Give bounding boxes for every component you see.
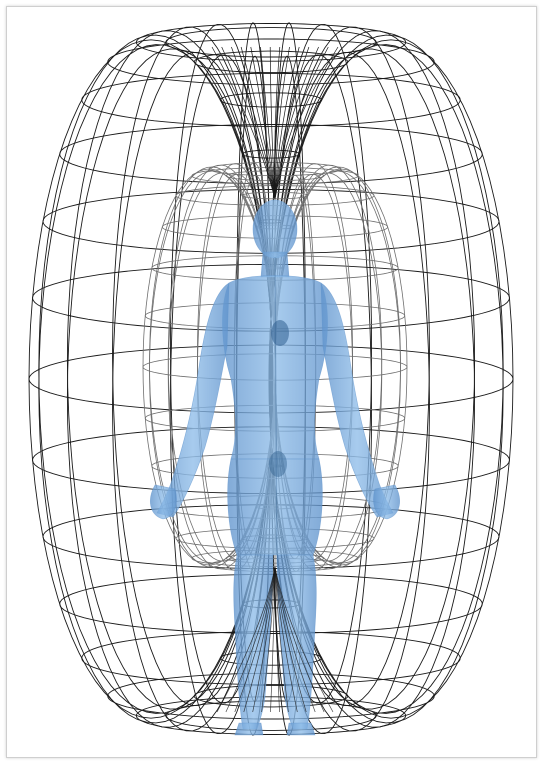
figure-left-leg [234,555,273,729]
illustration-frame [6,6,537,758]
figure-head [253,200,297,258]
outer-torus-parallel [136,24,405,62]
outer-torus-parallel [166,28,377,57]
figure-left-foot [235,723,263,735]
figure-right-leg [277,555,316,729]
figure-right-foot [287,723,315,735]
outer-torus-parallel [108,39,435,85]
human-figure [150,200,399,735]
pelvic-center-mark [269,451,287,477]
heart-center-mark [271,320,289,346]
outer-torus-parallel [82,632,461,685]
figure-left-arm [157,283,229,517]
toroidal-field-illustration [7,7,536,757]
figure-right-arm [321,283,393,517]
